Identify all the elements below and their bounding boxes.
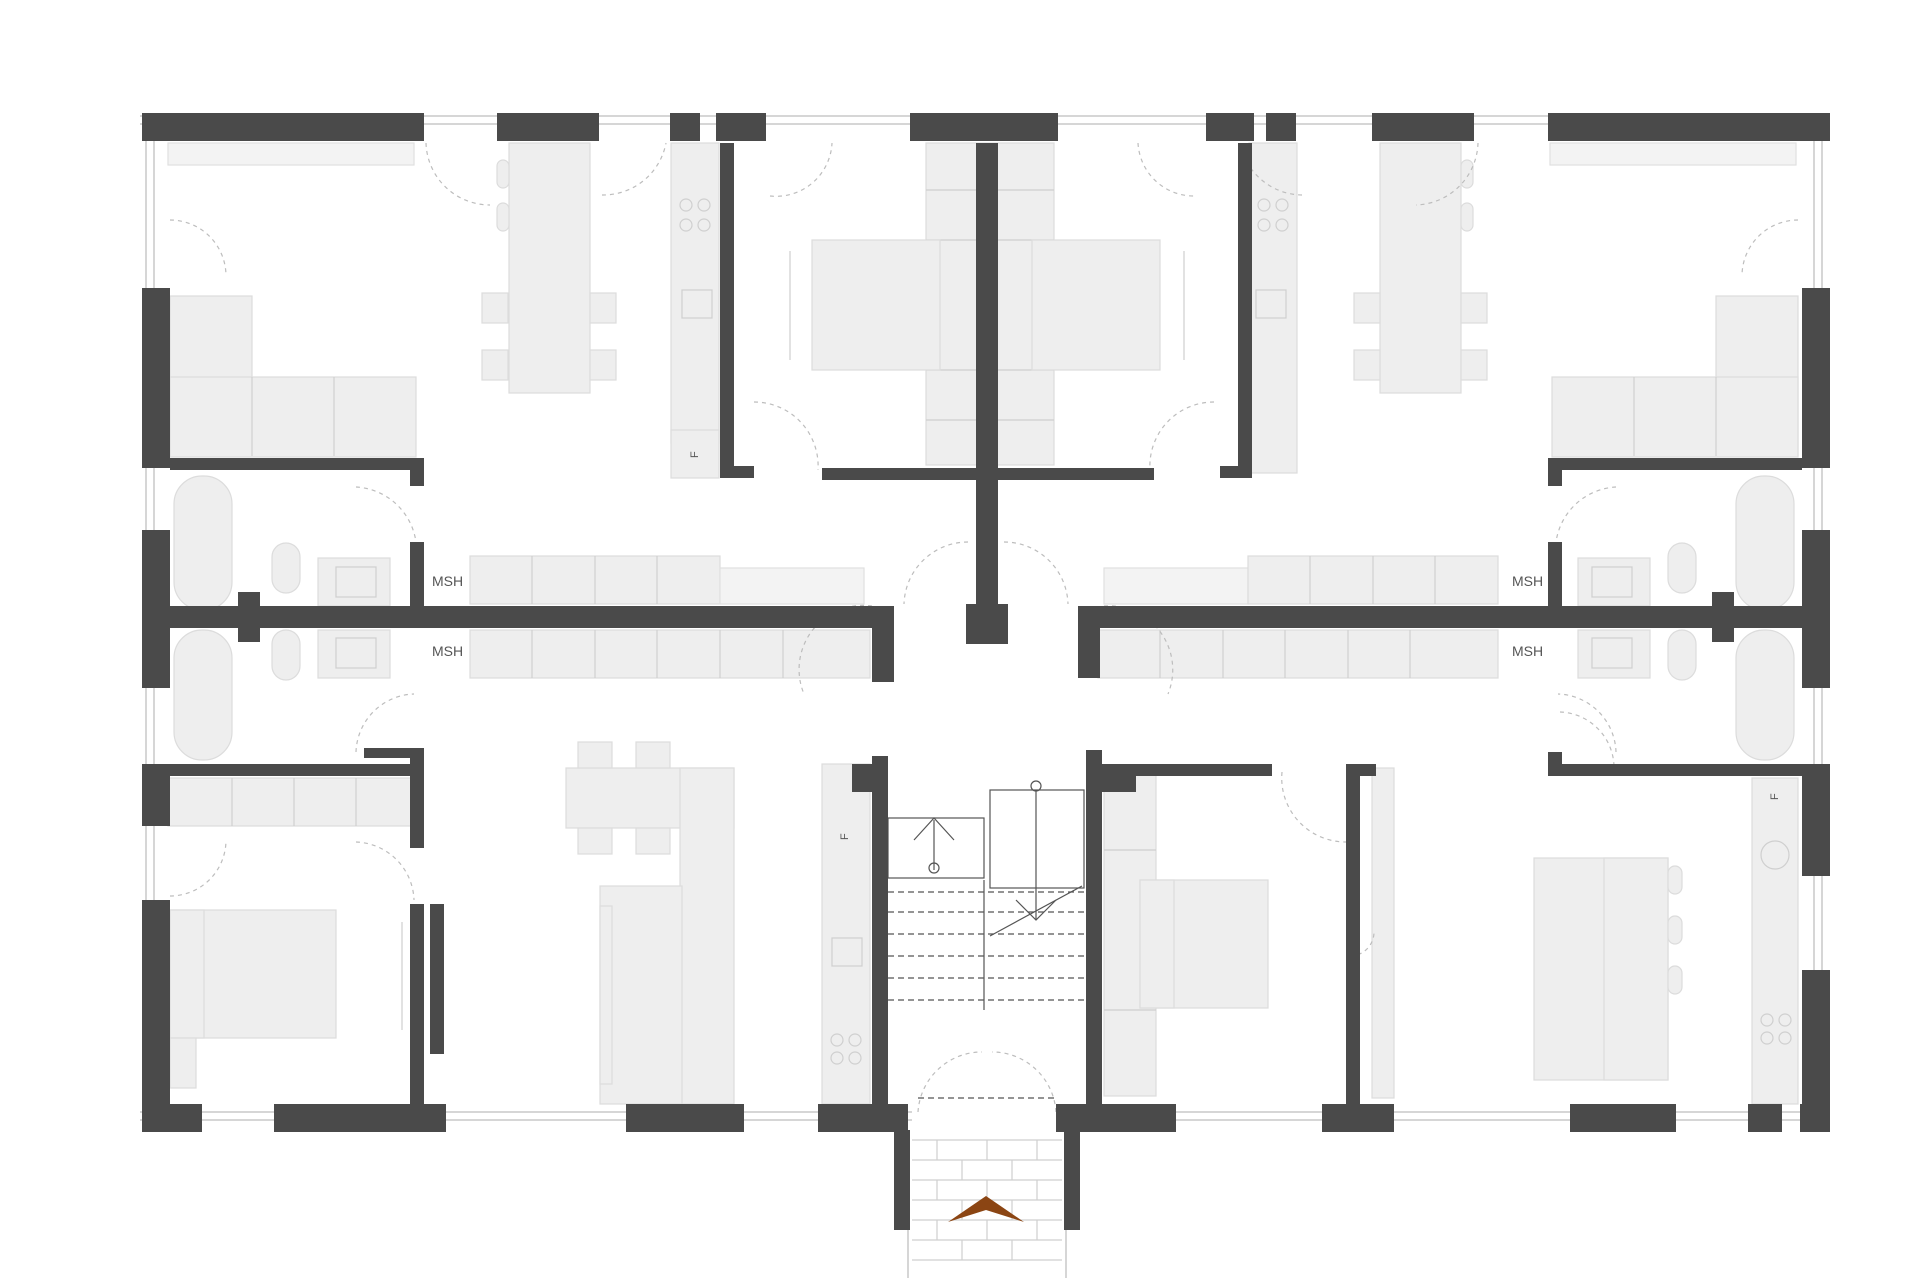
fridge-label-bottom-right: F <box>1769 793 1781 800</box>
entrance-paving <box>907 1106 1067 1278</box>
msh-label-top-right: MSH <box>1512 573 1543 589</box>
msh-label-bottom-right: MSH <box>1512 643 1543 659</box>
fridge-label-top-left: F <box>689 451 701 458</box>
msh-label-top-left: MSH <box>432 573 463 589</box>
furniture-corridor-closets <box>469 555 1499 679</box>
fridge-label-bottom-left: F <box>839 833 851 840</box>
msh-label-bottom-left: MSH <box>432 643 463 659</box>
furniture-top-left-apartment <box>167 142 720 611</box>
furniture-bottom-right-apartment <box>1103 629 1799 1105</box>
furniture-bottom-left-apartment <box>167 629 871 1105</box>
labels: MSH MSH MSH MSH F F F <box>432 451 1781 840</box>
walls <box>142 113 1830 1230</box>
furniture-top-right-apartment <box>1248 142 1799 611</box>
staircase <box>887 780 1085 1099</box>
entrance-arrow-icon <box>948 1196 1024 1222</box>
